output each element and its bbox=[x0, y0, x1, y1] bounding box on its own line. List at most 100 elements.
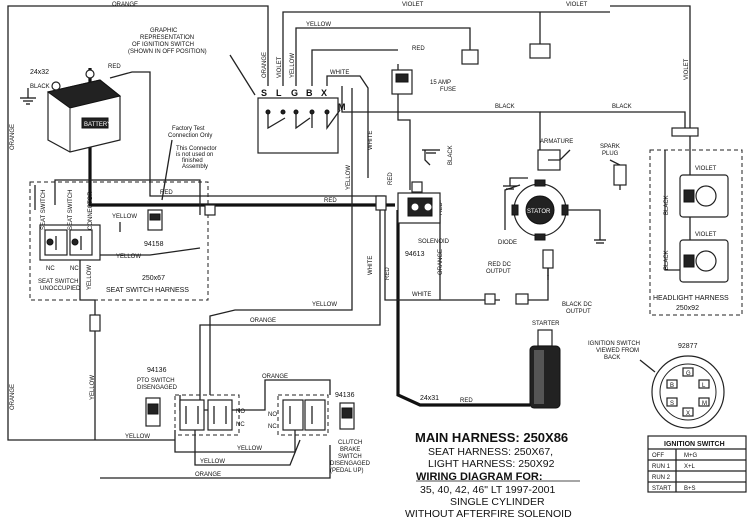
title-single-cylinder: SINGLE CYLINDER bbox=[450, 496, 545, 508]
title-main-harness: MAIN HARNESS: 250X86 bbox=[415, 430, 568, 445]
clutch-switch: NO NC 94136 CLUTCH BRAKE SWITCH DISENGAG… bbox=[268, 392, 371, 474]
ign-letter-x: X bbox=[686, 411, 690, 417]
seat-harness-size: 250x67 bbox=[142, 275, 165, 282]
terminal-x: X bbox=[321, 88, 327, 98]
wire-label: VIOLET bbox=[684, 58, 690, 80]
ign-letter-m: M bbox=[702, 401, 707, 407]
clutch-line3: SWITCH bbox=[338, 454, 362, 460]
wire-label: VIOLET bbox=[402, 2, 424, 8]
battery: 24x32 BATTERY bbox=[20, 69, 122, 153]
stator-assembly: ARMATURE STATOR SPARK PLUG DIODE RED DC … bbox=[484, 139, 627, 315]
factory-note-line1: This Connector bbox=[176, 146, 217, 152]
headlight-black1: BLACK bbox=[664, 195, 670, 215]
ignition-switch-graphic: GRAPHIC REPRESENTATION OF IGNITION SWITC… bbox=[128, 28, 346, 154]
terminal-m: M bbox=[338, 102, 346, 112]
ignition-row-conn: X+L bbox=[684, 464, 696, 470]
clutch-line1: CLUTCH bbox=[338, 440, 362, 446]
terminal-g: G bbox=[291, 88, 298, 98]
wire-label: VIOLET bbox=[277, 56, 283, 78]
wire-label: BLACK bbox=[612, 104, 632, 110]
wire-labels: ORANGE VIOLET VIOLET YELLOW RED WHITE BL… bbox=[10, 2, 690, 478]
wire-label: YELLOW bbox=[87, 265, 93, 290]
ignition-row-conn: M+G bbox=[684, 453, 698, 459]
wire-label: YELLOW bbox=[90, 375, 96, 400]
wire-label: RED bbox=[160, 190, 173, 196]
wire-label: ORANGE bbox=[262, 374, 288, 380]
starter-cable-size: 24x31 bbox=[420, 395, 439, 402]
pto-switch: 94136 PTO SWITCH DISENGAGED NO NC bbox=[137, 367, 245, 436]
clutch-nc: NC bbox=[268, 424, 277, 430]
ignition-switch-back-view: IGNITION SWITCH VIEWED FROM BACK 92877 G… bbox=[588, 341, 725, 429]
headlight-harness-size: 250x92 bbox=[676, 305, 699, 312]
wire-label: YELLOW bbox=[237, 446, 262, 452]
spark-plug-line2: PLUG bbox=[602, 151, 619, 157]
connectors bbox=[204, 43, 551, 216]
ign-letter-s: S bbox=[670, 401, 674, 407]
wire-label: ORANGE bbox=[438, 249, 444, 275]
wire-label: ORANGE bbox=[112, 2, 138, 8]
fuse: 15 AMP FUSE bbox=[391, 69, 456, 95]
ignition-table-title: IGNITION SWITCH bbox=[664, 441, 725, 448]
wire-label: RED bbox=[460, 398, 473, 404]
title-light-harness: LIGHT HARNESS: 250X92 bbox=[428, 458, 555, 470]
wire-label: ORANGE bbox=[262, 52, 268, 78]
ignition-row-pos: RUN 1 bbox=[652, 464, 671, 470]
ign-viewed-line3: BACK bbox=[604, 355, 620, 361]
black-dc-line2: OUTPUT bbox=[566, 309, 591, 315]
title-block: MAIN HARNESS: 250X86 SEAT HARNESS: 250X6… bbox=[405, 430, 580, 520]
factory-note-line3: finished bbox=[182, 158, 203, 164]
ignition-row-pos: OFF bbox=[652, 453, 664, 459]
ignition-row-conn: B+S bbox=[684, 486, 696, 492]
factory-test-connection: Factory Test Connection Only This Connec… bbox=[161, 126, 217, 201]
fuse-label-line2: FUSE bbox=[440, 87, 456, 93]
pto-nc: NC bbox=[236, 422, 245, 428]
wire-label: YELLOW bbox=[306, 22, 331, 28]
battery-label: BATTERY bbox=[84, 122, 111, 128]
graphic-rep-line1: GRAPHIC bbox=[150, 28, 178, 34]
armature-label: ARMATURE bbox=[540, 139, 573, 145]
seat-switch-part: 94158 bbox=[144, 241, 164, 248]
pto-line2: DISENGAGED bbox=[137, 385, 178, 391]
headlight-black2: BLACK bbox=[664, 250, 670, 270]
battery-cable-size: 24x32 bbox=[30, 69, 49, 76]
ignition-row-pos: RUN 2 bbox=[652, 475, 671, 481]
seat-unoccupied-line2: UNOCCUPIED bbox=[40, 286, 81, 292]
starter-label: STARTER bbox=[532, 321, 560, 327]
seat-nc-2: NC bbox=[70, 266, 79, 272]
factory-test-line2: Connection Only bbox=[168, 133, 212, 139]
wire-label: RED bbox=[388, 172, 394, 185]
headlight-violet2: VIOLET bbox=[695, 232, 717, 238]
solenoid-part: 94613 bbox=[405, 251, 425, 258]
seat-switch-col1: SEAT SWITCH bbox=[41, 190, 47, 230]
terminal-l: L bbox=[276, 88, 282, 98]
diode-label: DIODE bbox=[498, 240, 517, 246]
wire-label: WHITE bbox=[368, 256, 374, 275]
ign-viewed-line2: VIEWED FROM bbox=[596, 348, 639, 354]
wire-label: RED bbox=[324, 198, 337, 204]
wire-label: RED bbox=[438, 202, 444, 215]
wire-label: RED bbox=[108, 64, 121, 70]
clutch-part: 94136 bbox=[335, 392, 355, 399]
seat-switch-col2: SEAT SWITCH bbox=[68, 190, 74, 230]
pto-no: NO bbox=[236, 409, 245, 415]
seat-unoccupied-line1: SEAT SWITCH bbox=[38, 279, 78, 285]
pto-line1: PTO SWITCH bbox=[137, 378, 175, 384]
graphic-rep-line3: OF IGNITION SWITCH bbox=[132, 42, 194, 48]
wire-label: YELLOW bbox=[290, 53, 296, 78]
solenoid-label: SOLENOID bbox=[418, 239, 450, 245]
ign-part: 92877 bbox=[678, 343, 698, 350]
terminal-b: B bbox=[306, 88, 313, 98]
wire-label: WHITE bbox=[412, 292, 431, 298]
fuse-label-line1: 15 AMP bbox=[430, 80, 451, 86]
wire-label: YELLOW bbox=[112, 214, 137, 220]
wire-label: YELLOW bbox=[346, 165, 352, 190]
headlight-harness-label: HEADLIGHT HARNESS bbox=[653, 295, 729, 302]
ign-viewed-line1: IGNITION SWITCH bbox=[588, 341, 640, 347]
wire-label: ORANGE bbox=[10, 124, 16, 150]
clutch-line5: (PEDAL UP) bbox=[330, 468, 363, 474]
headlight-harness: VIOLET VIOLET BLACK BLACK HEADLIGHT HARN… bbox=[649, 127, 743, 316]
seat-nc-1: NC bbox=[46, 266, 55, 272]
wire-label: BLACK bbox=[495, 104, 515, 110]
wire-label: ORANGE bbox=[250, 318, 276, 324]
